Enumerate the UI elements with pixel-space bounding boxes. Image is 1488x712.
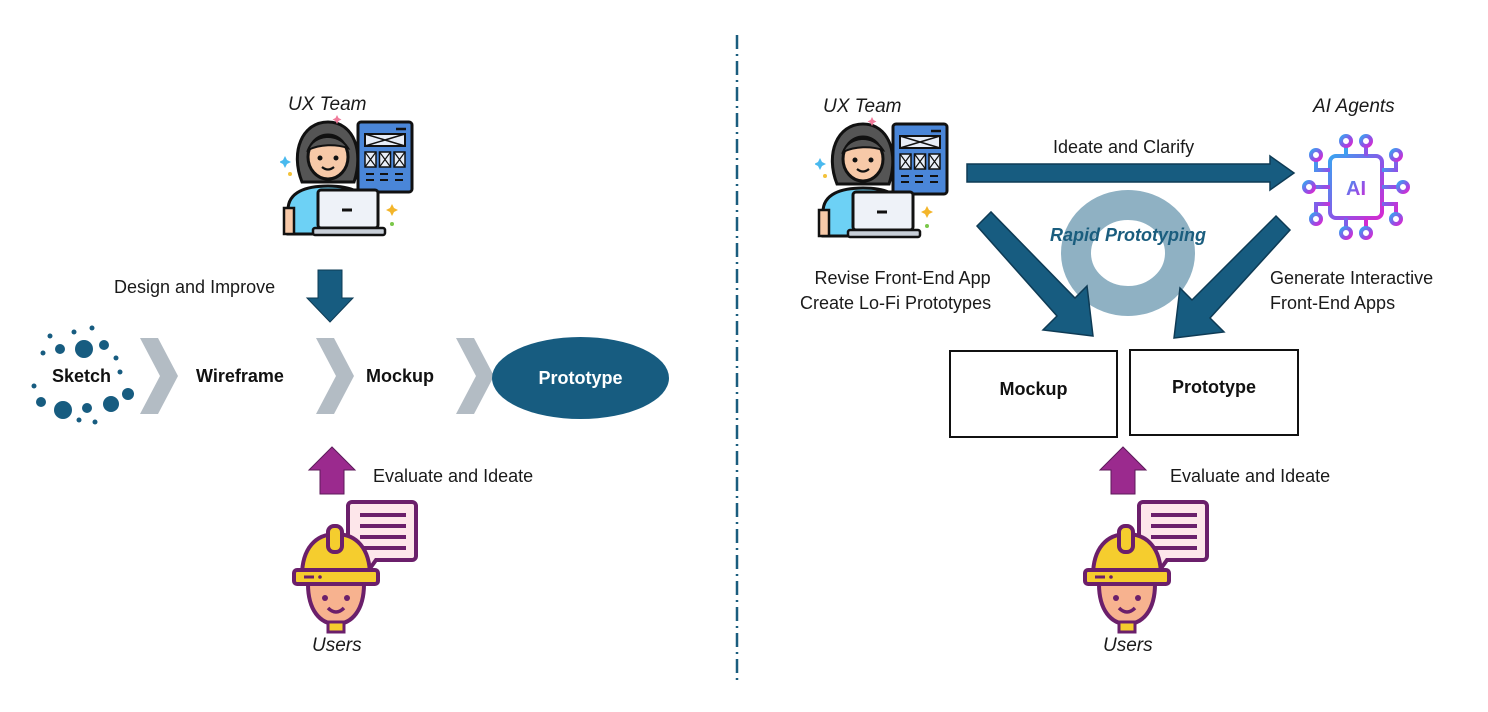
stage-sketch: Sketch xyxy=(52,366,112,386)
ai-chip-icon: AI xyxy=(1302,134,1410,240)
chevron-icon xyxy=(316,338,354,414)
ux-team-label: UX Team xyxy=(288,94,367,115)
stage-wireframe: Wireframe xyxy=(196,366,284,386)
diagonal-arrow-down-left-icon xyxy=(1173,214,1292,339)
right-arrow-icon xyxy=(966,154,1296,192)
revise-line-2: Create Lo-Fi Prototypes xyxy=(800,293,992,313)
up-arrow-icon xyxy=(1098,446,1148,495)
ai-chip-text: AI xyxy=(1346,178,1366,200)
stage-prototype: Prototype xyxy=(492,337,669,419)
ux-designer-icon xyxy=(815,114,955,244)
user-feedback-icon xyxy=(1081,498,1211,638)
panel-divider xyxy=(735,35,739,680)
up-arrow-icon xyxy=(307,446,357,495)
ux-designer-icon xyxy=(280,112,420,242)
diagonal-arrow-down-right-icon xyxy=(975,210,1094,337)
evaluate-and-ideate-label-right: Evaluate and Ideate xyxy=(1170,466,1331,486)
revise-label: Revise Front-End App Create Lo-Fi Protot… xyxy=(800,266,991,316)
ideate-and-clarify-label: Ideate and Clarify xyxy=(1053,137,1195,157)
mockup-box: Mockup xyxy=(949,350,1118,438)
rapid-prototyping-label: Rapid Prototyping xyxy=(1050,225,1206,245)
stage-mockup: Mockup xyxy=(366,366,435,386)
user-feedback-icon xyxy=(290,498,420,638)
prototype-box-label: Prototype xyxy=(1171,377,1256,397)
mockup-box-label: Mockup xyxy=(999,378,1068,399)
sketch-dots-icon xyxy=(31,325,134,425)
evaluate-and-ideate-label: Evaluate and Ideate xyxy=(373,466,534,486)
ai-agents-label: AI Agents xyxy=(1313,96,1395,117)
chevron-icon xyxy=(456,338,494,414)
ux-team-label-right: UX Team xyxy=(823,96,902,117)
prototype-box: Prototype xyxy=(1129,349,1299,436)
generate-line-2: Front-End Apps xyxy=(1270,293,1396,313)
chevron-icon xyxy=(140,338,178,414)
rapid-prototyping-cycle xyxy=(1061,190,1195,316)
revise-line-1: Revise Front-End App xyxy=(814,268,991,288)
users-label-right: Users xyxy=(1103,635,1153,656)
down-arrow-icon xyxy=(305,269,355,323)
generate-label: Generate Interactive Front-End Apps xyxy=(1270,266,1433,316)
design-and-improve-label: Design and Improve xyxy=(114,277,276,297)
users-label: Users xyxy=(312,635,362,656)
generate-line-1: Generate Interactive xyxy=(1270,268,1434,288)
